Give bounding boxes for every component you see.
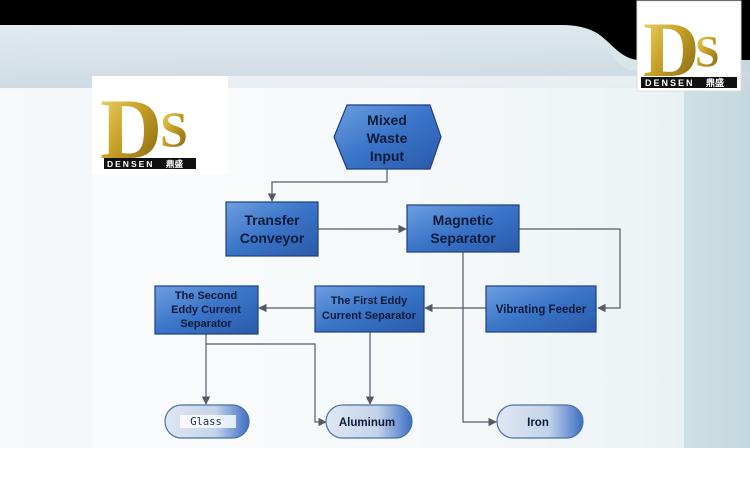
logo-left-brand-text: DENSEN: [107, 159, 154, 169]
svg-text:Input: Input: [370, 148, 405, 164]
node-transfer-conveyor: Transfer Conveyor: [225, 201, 319, 257]
connector-input-transfer: [267, 168, 388, 202]
node-iron-output: Iron: [496, 404, 584, 439]
node-first-line-2: Current Separator: [322, 310, 417, 322]
node-second-eddy-separator: The Second Eddy Current Separator: [154, 285, 259, 335]
logo-brand-cjk: 鼎盛: [706, 77, 724, 88]
logo-small-letter: S: [695, 27, 719, 76]
svg-text:Aluminum: Aluminum: [339, 417, 395, 429]
node-input-line-2: Waste: [367, 130, 408, 146]
svg-text:Conveyor: Conveyor: [240, 230, 305, 246]
header-light-band: [0, 25, 750, 88]
logo-top-right: D S DENSEN 鼎盛: [636, 0, 742, 93]
node-aluminum-output: Aluminum: [325, 404, 413, 439]
node-first-line-1: The First Eddy: [331, 295, 408, 307]
header-black-band: [0, 0, 750, 60]
svg-text:Waste: Waste: [367, 130, 408, 146]
connector-magnetic-vibrating: [519, 228, 621, 313]
node-vibrating-feeder: Vibrating Feeder: [485, 285, 597, 333]
node-magnetic-line-1: Magnetic: [433, 212, 494, 228]
svg-text:Separator: Separator: [430, 230, 496, 246]
svg-text:Current Separator: Current Separator: [322, 310, 417, 322]
node-second-line-1: The Second: [175, 290, 237, 302]
node-mixed-waste-input: Mixed Waste Input: [333, 104, 442, 170]
bottom-strip: [0, 448, 750, 489]
svg-text:The Second: The Second: [175, 290, 237, 302]
node-transfer-line-2: Conveyor: [240, 230, 305, 246]
svg-text:Transfer: Transfer: [244, 212, 300, 228]
node-magnetic-separator: Magnetic Separator: [406, 204, 520, 253]
connector-second-aluminum: [206, 343, 327, 427]
svg-text:Separator: Separator: [180, 318, 232, 330]
svg-text:Magnetic: Magnetic: [433, 212, 494, 228]
connector-magnetic-iron: [462, 252, 497, 427]
node-aluminum-label: Aluminum: [339, 417, 395, 429]
node-glass-output: Glass: [164, 404, 250, 439]
svg-text:Eddy Current: Eddy Current: [171, 304, 241, 316]
node-magnetic-line-2: Separator: [430, 230, 496, 246]
node-second-line-3: Separator: [180, 318, 232, 330]
svg-text:The First Eddy: The First Eddy: [331, 295, 408, 307]
node-vibrating-label: Vibrating Feeder: [496, 304, 587, 316]
node-input-line-1: Mixed: [367, 112, 407, 128]
svg-text:Vibrating Feeder: Vibrating Feeder: [496, 304, 587, 316]
node-glass-label: Glass: [190, 416, 222, 428]
svg-text:Iron: Iron: [527, 417, 549, 429]
node-transfer-line-1: Transfer: [244, 212, 300, 228]
logo-brand-text: DENSEN: [645, 78, 695, 88]
svg-text:Glass: Glass: [190, 416, 222, 428]
node-input-line-3: Input: [370, 148, 405, 164]
node-first-eddy-separator: The First Eddy Current Separator: [314, 285, 425, 333]
node-iron-label: Iron: [527, 417, 549, 429]
svg-text:Mixed: Mixed: [367, 112, 407, 128]
node-second-line-2: Eddy Current: [171, 304, 241, 316]
connectors: [201, 168, 621, 427]
logo-left: D S DENSEN 鼎盛: [92, 76, 228, 177]
logo-left-small-letter: S: [160, 101, 188, 157]
logo-left-brand-cjk: 鼎盛: [166, 159, 184, 169]
